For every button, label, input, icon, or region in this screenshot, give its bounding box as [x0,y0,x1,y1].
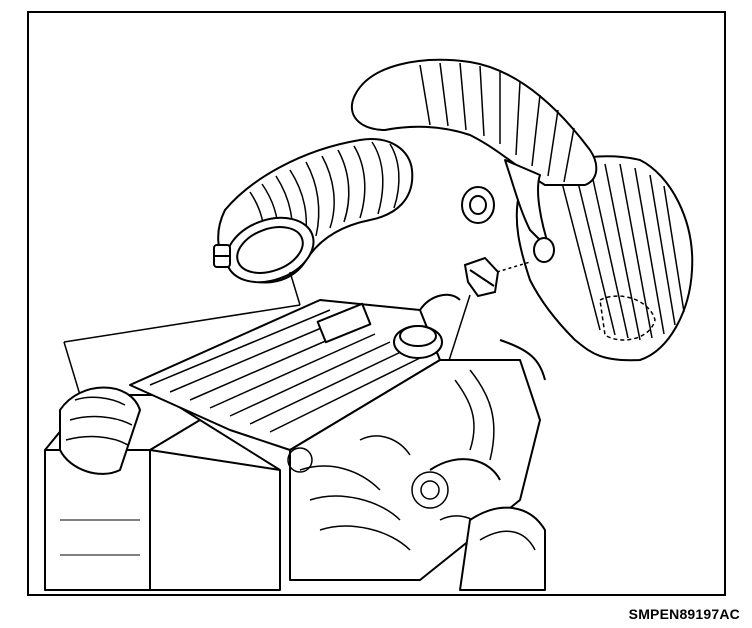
retaining-clip [465,258,498,296]
corrugated-hose [217,139,412,294]
air-cleaner-housing [517,156,693,360]
engine-assembly [45,295,545,590]
air-intake-duct [352,60,596,262]
figure-caption: SMPEN89197AC [628,606,740,622]
hose-clamp [214,245,230,267]
